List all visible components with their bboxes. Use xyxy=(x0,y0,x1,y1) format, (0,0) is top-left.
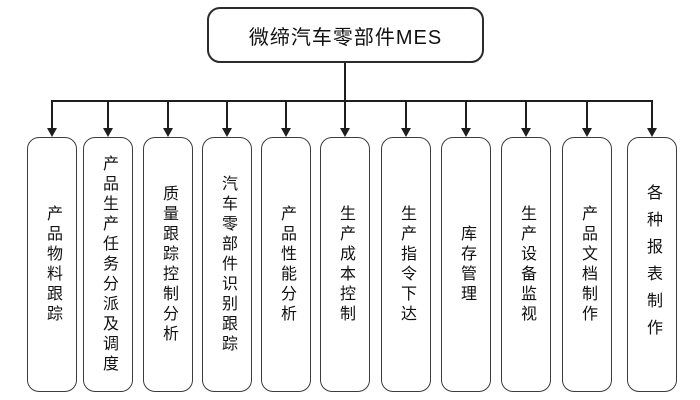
arrowhead-down-icon xyxy=(103,128,113,137)
arrowhead-down-icon xyxy=(340,128,350,137)
branch-node-box: 产品物料跟踪 xyxy=(27,137,77,392)
connector-drop-line xyxy=(51,101,53,130)
branch-node-box: 产品文档制作 xyxy=(562,137,612,392)
branch-node-label: 各种报表制作 xyxy=(644,183,661,346)
branch-node-box: 产品生产任务分派及调度 xyxy=(83,137,133,392)
arrowhead-down-icon xyxy=(47,128,57,137)
branch-node-label: 产品文档制作 xyxy=(579,204,596,325)
branch-node-box: 生产指令下达 xyxy=(381,137,431,392)
connector-stem-line xyxy=(344,62,346,102)
connector-drop-line xyxy=(651,101,653,130)
connector-drop-line xyxy=(167,101,169,130)
branch-node-box: 质量跟踪控制分析 xyxy=(143,137,193,392)
arrowhead-down-icon xyxy=(461,128,471,137)
branch-node-box: 库存管理 xyxy=(441,137,491,392)
branch-node-label: 产品物料跟踪 xyxy=(44,204,61,325)
connector-drop-line xyxy=(107,101,109,130)
connector-drop-line xyxy=(586,101,588,130)
connector-bus-line xyxy=(51,100,653,102)
root-node-label: 微缔汽车零部件MES xyxy=(248,26,443,49)
branch-node-label: 产品生产任务分派及调度 xyxy=(100,154,117,375)
arrowhead-down-icon xyxy=(222,128,232,137)
arrowhead-down-icon xyxy=(281,128,291,137)
branch-node-label: 生产成本控制 xyxy=(337,204,354,325)
branch-node-box: 汽车零部件识别跟踪 xyxy=(202,137,252,392)
arrowhead-down-icon xyxy=(582,128,592,137)
connector-drop-line xyxy=(344,101,346,130)
connector-drop-line xyxy=(465,101,467,130)
arrowhead-down-icon xyxy=(647,128,657,137)
arrowhead-down-icon xyxy=(521,128,531,137)
branch-node-box: 产品性能分析 xyxy=(261,137,311,392)
branch-node-box: 各种报表制作 xyxy=(627,137,677,392)
connector-drop-line xyxy=(226,101,228,130)
branch-node-label: 库存管理 xyxy=(458,224,475,305)
arrowhead-down-icon xyxy=(163,128,173,137)
connector-drop-line xyxy=(285,101,287,130)
branch-node-label: 生产指令下达 xyxy=(398,204,415,325)
connector-drop-line xyxy=(525,101,527,130)
arrowhead-down-icon xyxy=(401,128,411,137)
connector-drop-line xyxy=(405,101,407,130)
branch-node-label: 产品性能分析 xyxy=(278,204,295,325)
branch-node-box: 生产设备监视 xyxy=(501,137,551,392)
branch-node-label: 汽车零部件识别跟踪 xyxy=(219,174,236,355)
branch-node-box: 生产成本控制 xyxy=(320,137,370,392)
branch-node-label: 生产设备监视 xyxy=(518,204,535,325)
branch-node-label: 质量跟踪控制分析 xyxy=(160,184,177,345)
root-node-box: 微缔汽车零部件MES xyxy=(207,7,484,63)
